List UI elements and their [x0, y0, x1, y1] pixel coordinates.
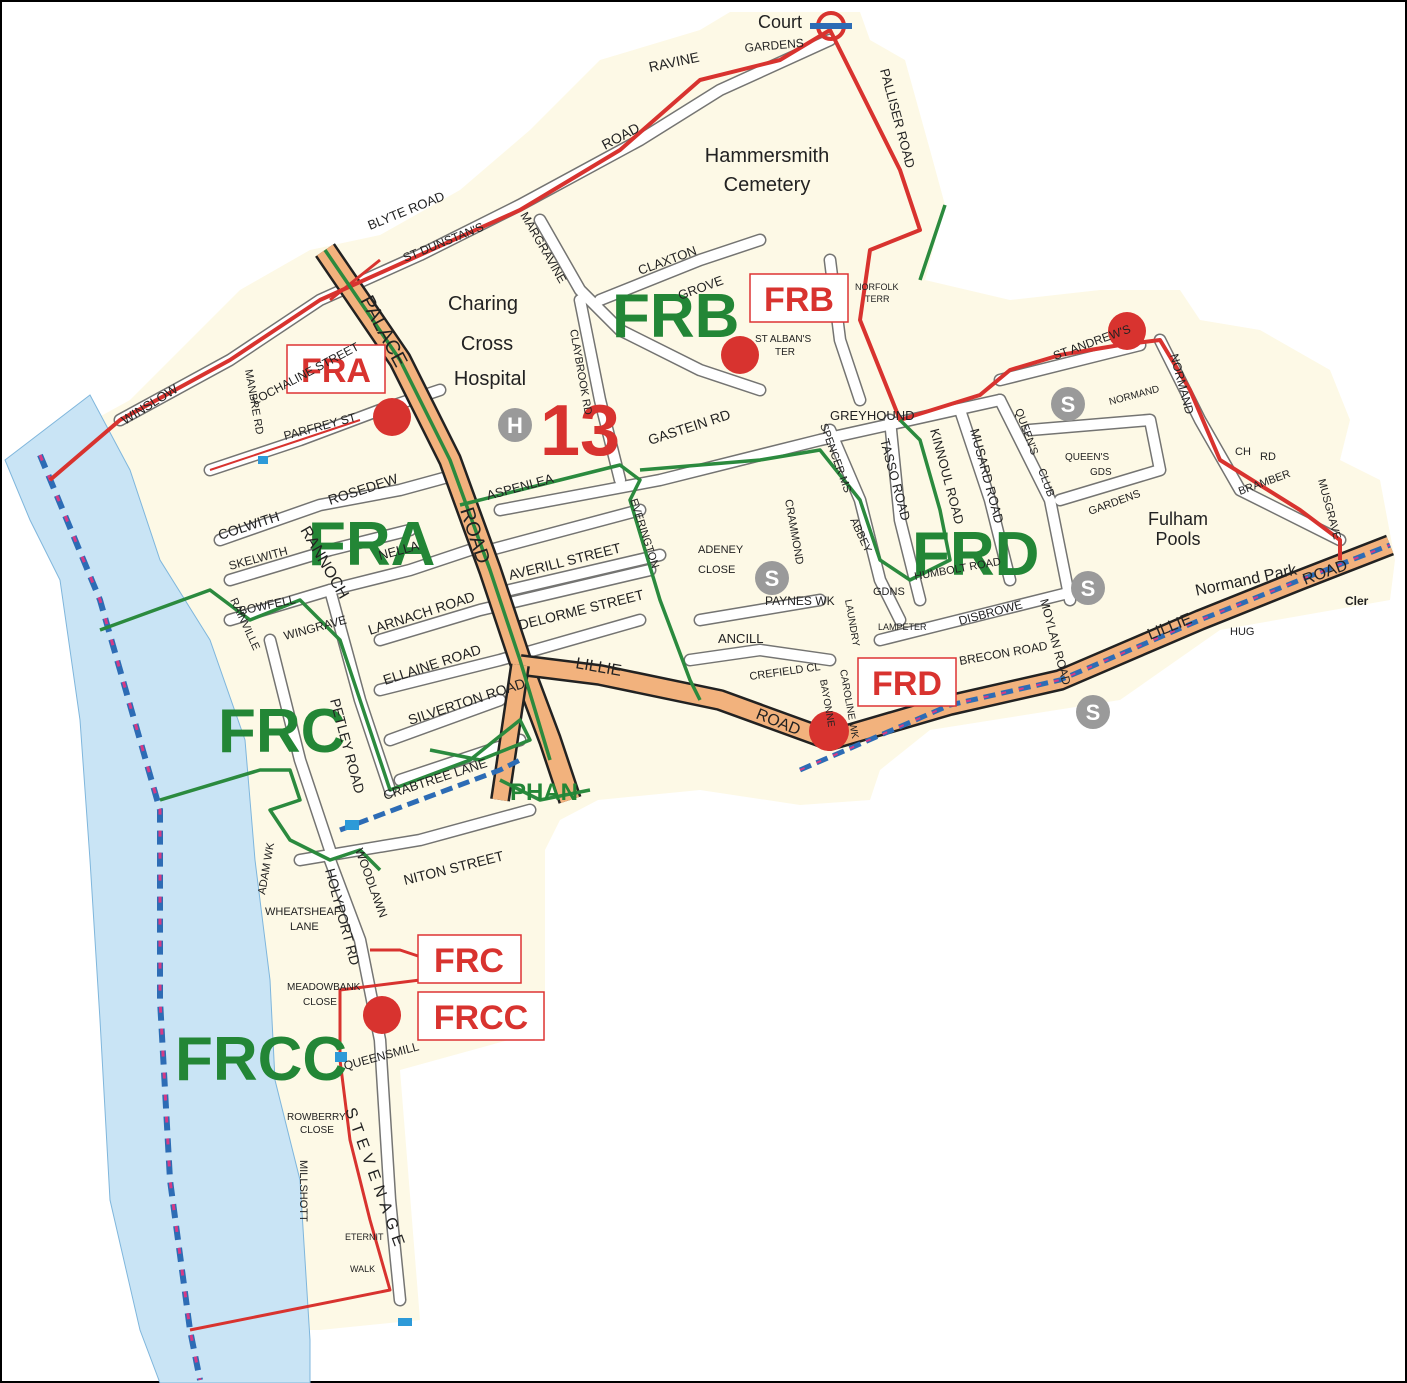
box-frb[interactable]: FRB	[749, 273, 849, 323]
street-st-albans-ter: TER	[775, 347, 795, 358]
cemetery-label: Cemetery	[724, 174, 811, 196]
svg-text:S: S	[1081, 576, 1096, 601]
minor-roads-fill	[115, 35, 1345, 1305]
school-icon: S	[1076, 695, 1110, 729]
pools-label: Fulham	[1148, 509, 1208, 529]
svg-text:S: S	[1061, 392, 1076, 417]
marker-blue	[345, 820, 359, 830]
polling-station-fra[interactable]	[373, 398, 411, 436]
svg-text:S: S	[765, 566, 780, 591]
street-adeney: ADENEY	[698, 544, 744, 556]
street-hug: HUG	[1230, 626, 1254, 638]
street-st-albans: ST ALBAN'S	[755, 334, 812, 345]
box-frd[interactable]: FRD	[857, 657, 957, 707]
district-label-frb: FRB	[612, 282, 739, 351]
svg-text:H: H	[507, 413, 523, 438]
street-paynes: PAYNES WK	[765, 594, 835, 608]
street-wheatsheaf-lane: LANE	[290, 921, 319, 933]
district-label-frcc: FRCC	[175, 1025, 347, 1094]
box-frcc[interactable]: FRCC	[417, 991, 545, 1041]
polling-stations[interactable]	[363, 312, 1146, 1034]
street-rd: RD	[1260, 451, 1276, 463]
street-rowberry: ROWBERRY	[287, 1112, 346, 1123]
school-icon: S	[1071, 571, 1105, 605]
polling-station-queens-club[interactable]	[1108, 312, 1146, 350]
hospital-icon: H	[498, 408, 532, 442]
street-gdns: GDNS	[873, 586, 905, 598]
district-label-frc: FRC	[218, 697, 345, 766]
polling-station-frc[interactable]	[363, 996, 401, 1034]
school-icon: S	[1051, 387, 1085, 421]
svg-text:FRB: FRB	[764, 281, 834, 319]
ward-boundary-red-south	[189, 948, 432, 1332]
district-boundary-green	[99, 204, 952, 872]
district-label-frd: FRD	[912, 520, 1039, 589]
svg-text:FRA: FRA	[301, 352, 371, 390]
street-ch: CH	[1235, 446, 1251, 458]
pools-label: Pools	[1155, 529, 1200, 549]
hospital-label: Charing	[448, 293, 518, 315]
street-rowberry-close: CLOSE	[300, 1125, 334, 1136]
polling-boxes: FRA FRB FRC FRCC FRD	[286, 273, 957, 1041]
street-queens-gds: QUEEN'S	[1065, 452, 1109, 463]
street-lampeter: LAMPETER	[878, 622, 927, 632]
polling-station-frd[interactable]	[809, 711, 849, 751]
street-meadowbank-close: CLOSE	[303, 997, 337, 1008]
street-norfolk-terr: TERR	[865, 294, 890, 304]
boundary-red-minor	[209, 419, 361, 471]
district-label-fra: FRA	[308, 510, 435, 579]
street-gds: GDS	[1090, 467, 1112, 478]
street-cler: Cler	[1345, 594, 1369, 608]
box-frc[interactable]: FRC	[417, 934, 522, 984]
street-norfolk: NORFOLK	[855, 282, 899, 292]
underground-station-icon[interactable]	[810, 11, 852, 41]
marker-blue	[258, 456, 268, 464]
cemetery-label: Hammersmith	[705, 145, 829, 167]
ward-boundary-red	[48, 28, 1342, 560]
polling-station-frb[interactable]	[721, 336, 759, 374]
street-gardens: GARDENS	[744, 36, 804, 55]
svg-text:S: S	[1086, 700, 1101, 725]
district-labels: FRA FRB FRC FRD FRCC PHAN	[175, 282, 1039, 1094]
svg-text:FRD: FRD	[872, 665, 942, 703]
court-label: Court	[758, 12, 802, 32]
street-wheatsheaf: WHEATSHEAF	[265, 906, 341, 918]
marker-blue	[398, 1318, 412, 1326]
street-adeney-close: CLOSE	[698, 564, 735, 576]
river-boundary-pink	[38, 454, 202, 1381]
street-eternit: ETERNIT	[345, 1232, 384, 1242]
street-millshott: MILLSHOTT	[297, 1160, 309, 1222]
svg-text:FRCC: FRCC	[434, 999, 528, 1037]
ward-number: 13	[540, 391, 620, 471]
boundary-red-spur	[329, 258, 381, 302]
crabtree-boundary-blue	[339, 757, 522, 833]
street-eternit-walk: WALK	[350, 1264, 375, 1274]
hospital-label: Hospital	[454, 368, 526, 390]
school-icon: S	[755, 561, 789, 595]
lillie-road-boundary-blue	[799, 542, 1391, 773]
street-meadowbank: MEADOWBANK	[287, 982, 361, 993]
district-label-phan: PHAN	[510, 779, 578, 806]
marker-blue	[335, 1052, 347, 1062]
box-fra[interactable]: FRA	[286, 344, 386, 394]
street-ancill: ANCILL	[718, 631, 764, 646]
svg-text:FRC: FRC	[434, 942, 504, 980]
street-greyhound: GREYHOUND	[830, 408, 915, 423]
hospital-label: Cross	[461, 333, 513, 355]
